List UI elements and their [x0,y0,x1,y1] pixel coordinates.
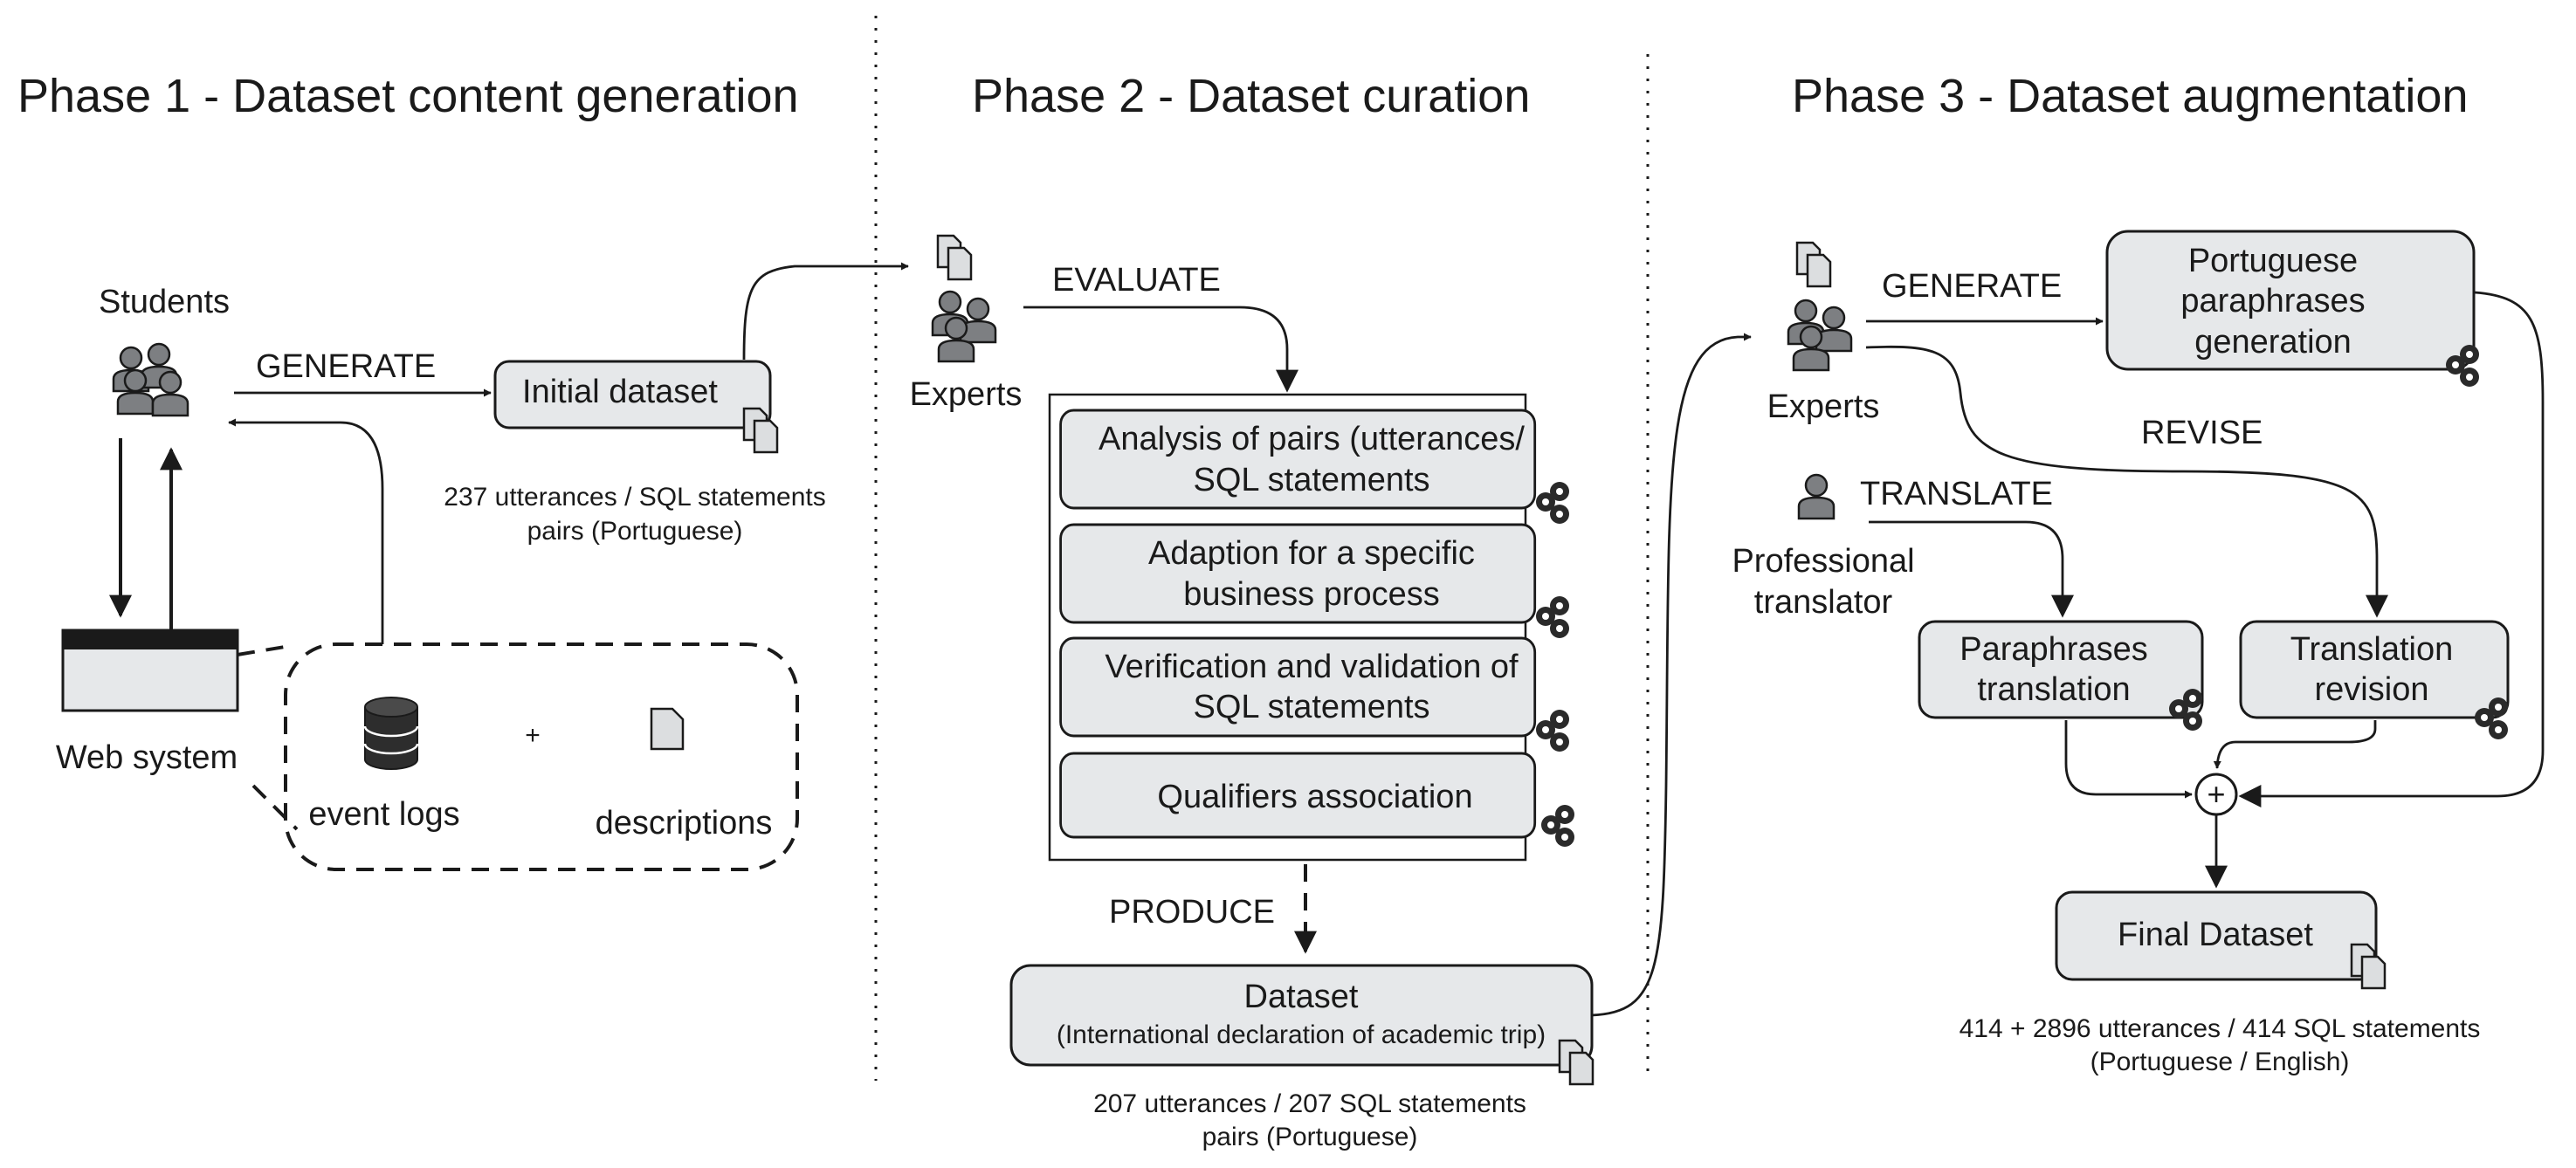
paraphrases-translation-line1: Paraphrases [1960,631,2147,668]
final-dataset-box [2055,890,2378,981]
phase3-generate-label: GENERATE [1882,268,2062,305]
initial-dataset-stats-line1: 237 utterances / SQL statements [444,483,825,512]
step-analysis-box [1059,409,1537,510]
initial-dataset-label: Initial dataset [522,374,718,410]
paraphrase-generation-line3: generation [2194,324,2352,361]
curated-dataset-stats-line1: 207 utterances / 207 SQL statements [1093,1089,1526,1118]
translation-revision-box [2239,620,2510,719]
curated-dataset-stats-line2: pairs (Portuguese) [1202,1123,1418,1151]
phase3-experts-icon [1787,299,1853,372]
paraphrases-translation-line2: translation [1977,671,2130,708]
merge-plus-sign: + [2207,776,2225,812]
final-dataset-label: Final Dataset [2118,917,2313,953]
paraphrase-generation-box [2105,230,2476,371]
students-icon [112,342,189,417]
web-system-titlebar [63,630,238,649]
initial-dataset-box [493,360,772,429]
revise-arrow [1865,345,2388,618]
revise-label: REVISE [2141,415,2263,451]
step-adaption-line2: business process [1183,576,1440,613]
websystem-connector-top [237,644,291,656]
initial-dataset-docs-icon [742,407,779,454]
phase3-experts-label: Experts [1767,388,1880,425]
database-icon [363,697,419,770]
translate-arrow [1869,520,2074,618]
descriptions-label: descriptions [596,805,773,842]
phase2-experts-label: Experts [910,376,1023,413]
dataset-to-phase3-arrow [1591,333,1752,1017]
merge-node [2194,773,2238,816]
phase1-generate-label: GENERATE [256,348,436,385]
initial-dataset-stats-line2: pairs (Portuguese) [527,517,743,546]
websystem-connector-bottom [251,784,299,831]
translator-label-line2: translator [1754,584,1893,621]
final-dataset-docs-icon [2350,943,2387,990]
step-adaption-line1: Adaption for a specific [1148,535,1475,572]
revision-to-merge-arrow [2213,720,2377,769]
translation-revision-line2: revision [2315,671,2429,708]
curated-dataset-line1: Dataset [1244,979,1359,1015]
step-qualifiers-box [1059,752,1537,839]
step-analysis-gear-icon [1536,482,1569,524]
phase2-experts-icon [931,290,997,363]
web-system-label: Web system [56,739,238,776]
step-qualifiers-line1: Qualifiers association [1157,779,1472,815]
phase1-title: Phase 1 - Dataset content generation [17,70,799,122]
paraphrase-generation-line1: Portuguese [2188,243,2358,279]
step-analysis-line1: Analysis of pairs (utterances/ [1099,421,1525,457]
phase3-title: Phase 3 - Dataset augmentation [1792,70,2468,122]
document-icon [650,707,685,751]
plus-sign: + [525,721,541,750]
translation-revision-line1: Translation [2290,631,2454,668]
translate-label: TRANSLATE [1860,476,2053,512]
initial-to-experts-arrow [742,262,909,361]
produce-label: PRODUCE [1109,894,1275,931]
evaluate-arrow [1023,306,1298,393]
step-verification-gear-icon [1536,710,1569,752]
final-dataset-stats-line1: 414 + 2896 utterances / 414 SQL statemen… [1960,1014,2481,1043]
translation-to-merge-arrow [2064,720,2193,799]
step-adaption-box [1059,523,1537,624]
logs-to-students-arrow [228,418,384,644]
step-qualifiers-gear-icon [1541,805,1574,847]
curated-dataset-line2: (International declaration of academic t… [1057,1020,1546,1049]
step-adaption-gear-icon [1536,596,1569,638]
generation-to-merge-arrow [2238,291,2545,807]
step-verification-line2: SQL statements [1193,689,1429,725]
phase2-docs-icon [936,234,973,281]
phase3-docs-icon [1795,241,1832,288]
paraphrase-generation-line2: paraphrases [2180,283,2365,319]
paraphrases-translation-box [1918,620,2204,719]
translator-label-line1: Professional [1732,543,1914,580]
step-verification-line1: Verification and validation of [1105,649,1519,685]
students-label: Students [99,284,230,320]
step-analysis-line2: SQL statements [1193,462,1429,498]
event-logs-label: event logs [308,796,459,833]
evaluate-label: EVALUATE [1052,262,1221,299]
phase2-title: Phase 2 - Dataset curation [972,70,1530,122]
translator-icon [1797,473,1836,520]
logs-descriptions-container [284,642,799,871]
final-dataset-stats-line2: (Portuguese / English) [2090,1048,2350,1076]
step-verification-box [1059,636,1537,738]
